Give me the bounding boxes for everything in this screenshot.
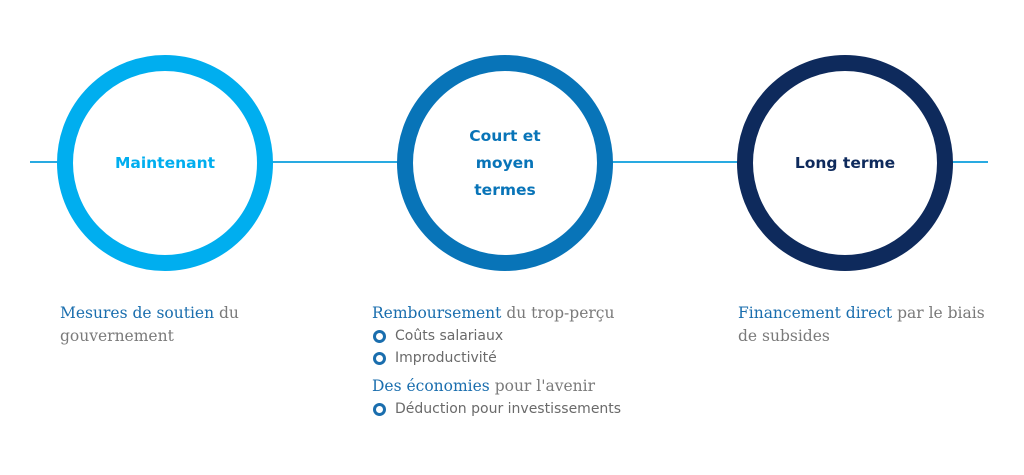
group-reimbursement-highlight: Remboursement xyxy=(372,304,502,322)
group-savings-highlight: Des économies xyxy=(372,377,490,395)
column-long-term-highlight: Financement direct xyxy=(738,304,893,322)
column-now: Mesures de soutien du gouvernement xyxy=(60,302,290,348)
group-reimbursement-text: du trop-perçu xyxy=(501,304,615,322)
group-savings-text: pour l'avenir xyxy=(489,377,596,395)
column-now-text: du gouvernement xyxy=(60,304,239,345)
list-item: Improductivité xyxy=(372,347,692,369)
group-savings-heading: Des économies pour l'avenir xyxy=(372,375,692,398)
bullet-text: Déduction pour investissements xyxy=(395,401,622,417)
column-long-term-text: par le biais de subsides xyxy=(738,304,985,345)
stage-label-long-term: Long terme xyxy=(794,153,896,172)
list-item: Coûts salariaux xyxy=(372,325,692,347)
group-reimbursement-heading: Remboursement du trop-perçu xyxy=(372,302,692,325)
column-medium-term: Remboursement du trop-perçu Coûts salari… xyxy=(372,302,692,420)
stage-label-now: Maintenant xyxy=(114,153,216,172)
bullet-text: Coûts salariaux xyxy=(395,328,504,344)
stage-label-medium-term: Court et moyen termes xyxy=(469,126,541,199)
bullet-text: Improductivité xyxy=(395,350,497,366)
column-now-highlight: Mesures de soutien xyxy=(60,304,215,322)
column-long-term: Financement direct par le biais de subsi… xyxy=(738,302,988,348)
stage-circle-long-term: Long terme xyxy=(737,55,953,271)
bullet-ring-icon xyxy=(373,329,386,343)
bullet-ring-icon xyxy=(373,351,386,365)
stage-circle-now: Maintenant xyxy=(57,55,273,271)
list-item: Déduction pour investissements xyxy=(372,398,692,420)
stage-circle-medium-term: Court et moyen termes xyxy=(397,55,613,271)
bullet-ring-icon xyxy=(373,402,386,416)
